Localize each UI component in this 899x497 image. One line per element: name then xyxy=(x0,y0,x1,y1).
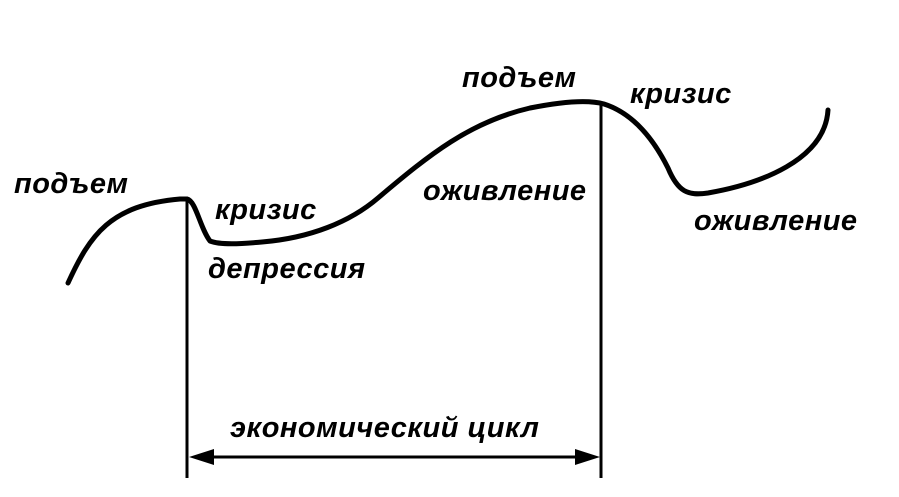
label-rise-left: подъем xyxy=(14,168,128,200)
label-economic-cycle: экономический цикл xyxy=(230,412,539,444)
cycle-curve xyxy=(65,99,831,286)
label-rise-top: подъем xyxy=(462,62,576,94)
label-crisis-right: кризис xyxy=(630,78,732,110)
arrow-head-right xyxy=(575,449,600,465)
label-recovery-mid: оживление xyxy=(423,175,587,207)
label-recovery-right: оживление xyxy=(694,205,858,237)
label-crisis-left: кризис xyxy=(215,194,317,226)
label-depression: депрессия xyxy=(208,253,366,285)
arrow-head-left xyxy=(189,449,214,465)
